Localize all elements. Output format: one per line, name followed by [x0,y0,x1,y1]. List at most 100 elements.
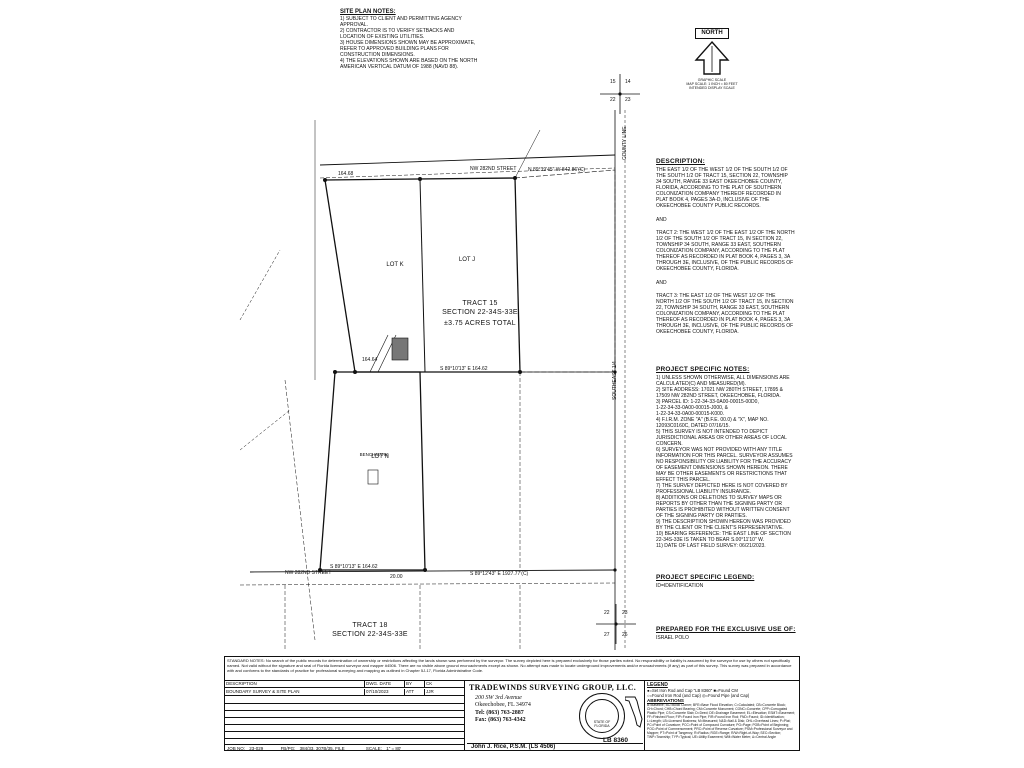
lot-k-label: LOT K [386,262,404,268]
company-block: TRADEWINDS SURVEYING GROUP, LLC. 200 SW … [465,680,645,751]
license-number: LB 8360 [603,737,628,744]
table-row-description: BOUNDARY SURVEY & SITE PLAN [225,689,365,696]
site-plan-notes-lines: 1) SUBJECT TO CLIENT AND PERMITTING AGEN… [340,16,510,70]
east-line-label: SOUTHEAST 1/4 [612,361,618,400]
table-row-ck: JJR [425,689,464,696]
lot-j-label: LOT J [458,257,476,263]
table-header-description: DESCRIPTION [225,681,365,688]
bearing-mid-label: S 89°10'13" E 164.62 [440,366,488,372]
section-corner-top: 15 14 22 23 [600,74,640,114]
seal-inner-ring [585,699,619,733]
project-notes-text: 1) UNLESS SHOWN OTHERWISE, ALL DIMENSION… [656,375,793,549]
site-plan-note-line: AMERICAN VERTICAL DATUM OF 1988 (NAVD 88… [340,64,459,70]
dim-top-label: 164.68 [338,171,354,177]
acres-label: ±3.75 ACRES TOTAL [444,320,516,327]
florida-map-icon [625,696,643,728]
north-arrow-icon [694,40,730,75]
project-notes-block: PROJECT SPECIFIC NOTES: 1) UNLESS SHOWN … [656,366,816,549]
abbreviations-text: B=Baseline; BC=Block Corner; BFE=Base Fl… [647,703,795,739]
table-header-by: BY [405,681,425,688]
lot-n-label: LOT N [371,454,389,460]
legend-line-2: ○=Found Iron Rod (and Cap) ◎=Found Pipe … [647,693,750,698]
seal-text: STATE OF FLORIDA [593,720,611,728]
corner-top-d: 23 [625,97,631,103]
site-plan-note-line: APPROVAL. [340,22,368,28]
site-plan-note-line: 2) CONTRACTOR IS TO VERIFY SETBACKS AND [340,28,455,34]
site-plan-note-line: LOCATION OF EXISTING UTILITIES. [340,34,425,40]
site-plan-notes: SITE PLAN NOTES: 1) SUBJECT TO CLIENT AN… [340,9,510,70]
company-address-2: Okeechobee, FL 34974 [475,702,531,708]
standard-notes: STANDARD NOTES: No search of the public … [227,658,792,673]
road-bottom-label: NW 282ND STREET [285,570,332,576]
company-fax: Fax: (863) 763-4342 [475,717,526,723]
company-address-1: 200 SW 3rd Avenue [475,695,522,701]
description-block: DESCRIPTION: THE EAST 1/2 OF THE WEST 1/… [656,158,816,335]
job-info-row: JOB NO: 23-029 FB/PG: 384/33, 307B/35, F… [225,744,464,752]
prepared-for-name: ISRAEL POLO [656,635,689,641]
table-header-ck: CK [425,681,464,688]
signature-line [467,743,643,744]
corner-bottom-d: 26 [622,632,628,638]
section-corner-bottom: 22 23 27 26 [596,604,636,644]
dim-mid-label: 164.64 [362,357,378,363]
north-scale-note: GRAPHIC SCALE MAP SCALE: 1 INCH = 80 FEE… [686,78,738,90]
section-corner-top-icon [600,74,640,114]
survey-plan-drawing [239,110,626,650]
north-label: NORTH [701,30,723,36]
description-p1: THE EAST 1/2 OF THE WEST 1/2 OF THE SOUT… [656,167,788,209]
table-row-by: ATT [405,689,425,696]
bearing-bottom-label: S 89°12'43" E 1927.77'(C) [470,571,529,577]
section-bottom-label: SECTION 22-34S-33E [332,631,408,638]
project-legend-block: PROJECT SPECIFIC LEGEND: ID=IDENTIFICATI… [656,574,816,589]
corner-top-c: 22 [610,97,616,103]
site-plan-note-line: 4) THE ELEVATIONS SHOWN ARE BASED ON THE… [340,58,478,64]
site-plan-note-line: REFER TO APPROVED BUILDING PLANS FOR [340,46,449,52]
legend-title: LEGEND [647,682,668,688]
scale-value: 1" = 80' [386,746,402,751]
bearing-bottom-left-label: S 89°10'13" E 164.62 [330,564,378,570]
section-top-label: SECTION 22-34S-33E [442,309,518,316]
legend-block: LEGEND ●=Set Iron Rod and Cap "LB 8360" … [645,680,799,751]
description-and-1: AND [656,217,667,223]
abbreviations-title: ABBREVIATIONS [647,698,684,703]
corner-bottom-b: 23 [622,610,628,616]
table-blank-rows [225,697,464,743]
job-no-label: JOB NO: [227,746,246,751]
fb-label: FB/PG: [280,746,296,751]
title-block: STANDARD NOTES: No search of the public … [224,656,800,751]
description-title: DESCRIPTION: [656,158,705,165]
prepared-for-title: PREPARED FOR THE EXCLUSIVE USE OF: [656,626,796,633]
corner-bottom-a: 22 [604,610,610,616]
road-top-label: NW 282ND STREET [470,166,517,172]
section-corner-bottom-icon [596,604,636,644]
corner-top-b: 14 [625,79,631,85]
company-tel: Tel: (863) 763-2887 [475,710,524,716]
job-no-value: 23-029 [249,746,264,751]
surveyor-signature: John J. Rice, P.S.M. (LS 4506) [471,744,556,750]
description-p2: TRACT 2: THE WEST 1/2 OF THE EAST 1/2 OF… [656,230,795,272]
surveyor-seal: STATE OF FLORIDA [579,693,625,739]
table-header-date: DWG. DATE [365,681,405,688]
table-row-date: 07/10/2023 [365,689,405,696]
dim-bottom-label: 20.00 [390,574,403,580]
corner-top-a: 15 [610,79,616,85]
corner-bottom-c: 27 [604,632,610,638]
description-p3: TRACT 3: THE EAST 1/2 OF THE WEST 1/2 OF… [656,293,794,335]
benchmark-label: BENCHMARK [359,452,389,457]
north-label-box: NORTH [695,28,729,39]
project-notes-title: PROJECT SPECIFIC NOTES: [656,366,750,373]
north-arrow: NORTH GRAPHIC SCALE MAP SCALE: 1 INCH = … [686,28,738,90]
tract-18-label: TRACT 18 [352,622,388,629]
tract-15-label: TRACT 15 [462,300,498,307]
site-plan-notes-title: SITE PLAN NOTES: [340,9,396,15]
site-plan-note-line: CONSTRUCTION DIMENSIONS. [340,52,415,58]
revision-table: DESCRIPTION DWG. DATE BY CK BOUNDARY SUR… [225,680,465,751]
legend-line-1: ●=Set Iron Rod and Cap "LB 8360" ■=Found… [647,688,738,693]
site-plan-note-line: 1) SUBJECT TO CLIENT AND PERMITTING AGEN… [340,16,462,22]
east-road-label: COUNTY LINE [622,126,628,160]
scale-label: SCALE: [365,746,382,751]
company-name: TRADEWINDS SURVEYING GROUP, LLC. [469,683,637,692]
description-and-2: AND [656,280,667,286]
project-legend-text: ID=IDENTIFICATION [656,583,704,589]
prepared-for-block: PREPARED FOR THE EXCLUSIVE USE OF: ISRAE… [656,626,826,641]
